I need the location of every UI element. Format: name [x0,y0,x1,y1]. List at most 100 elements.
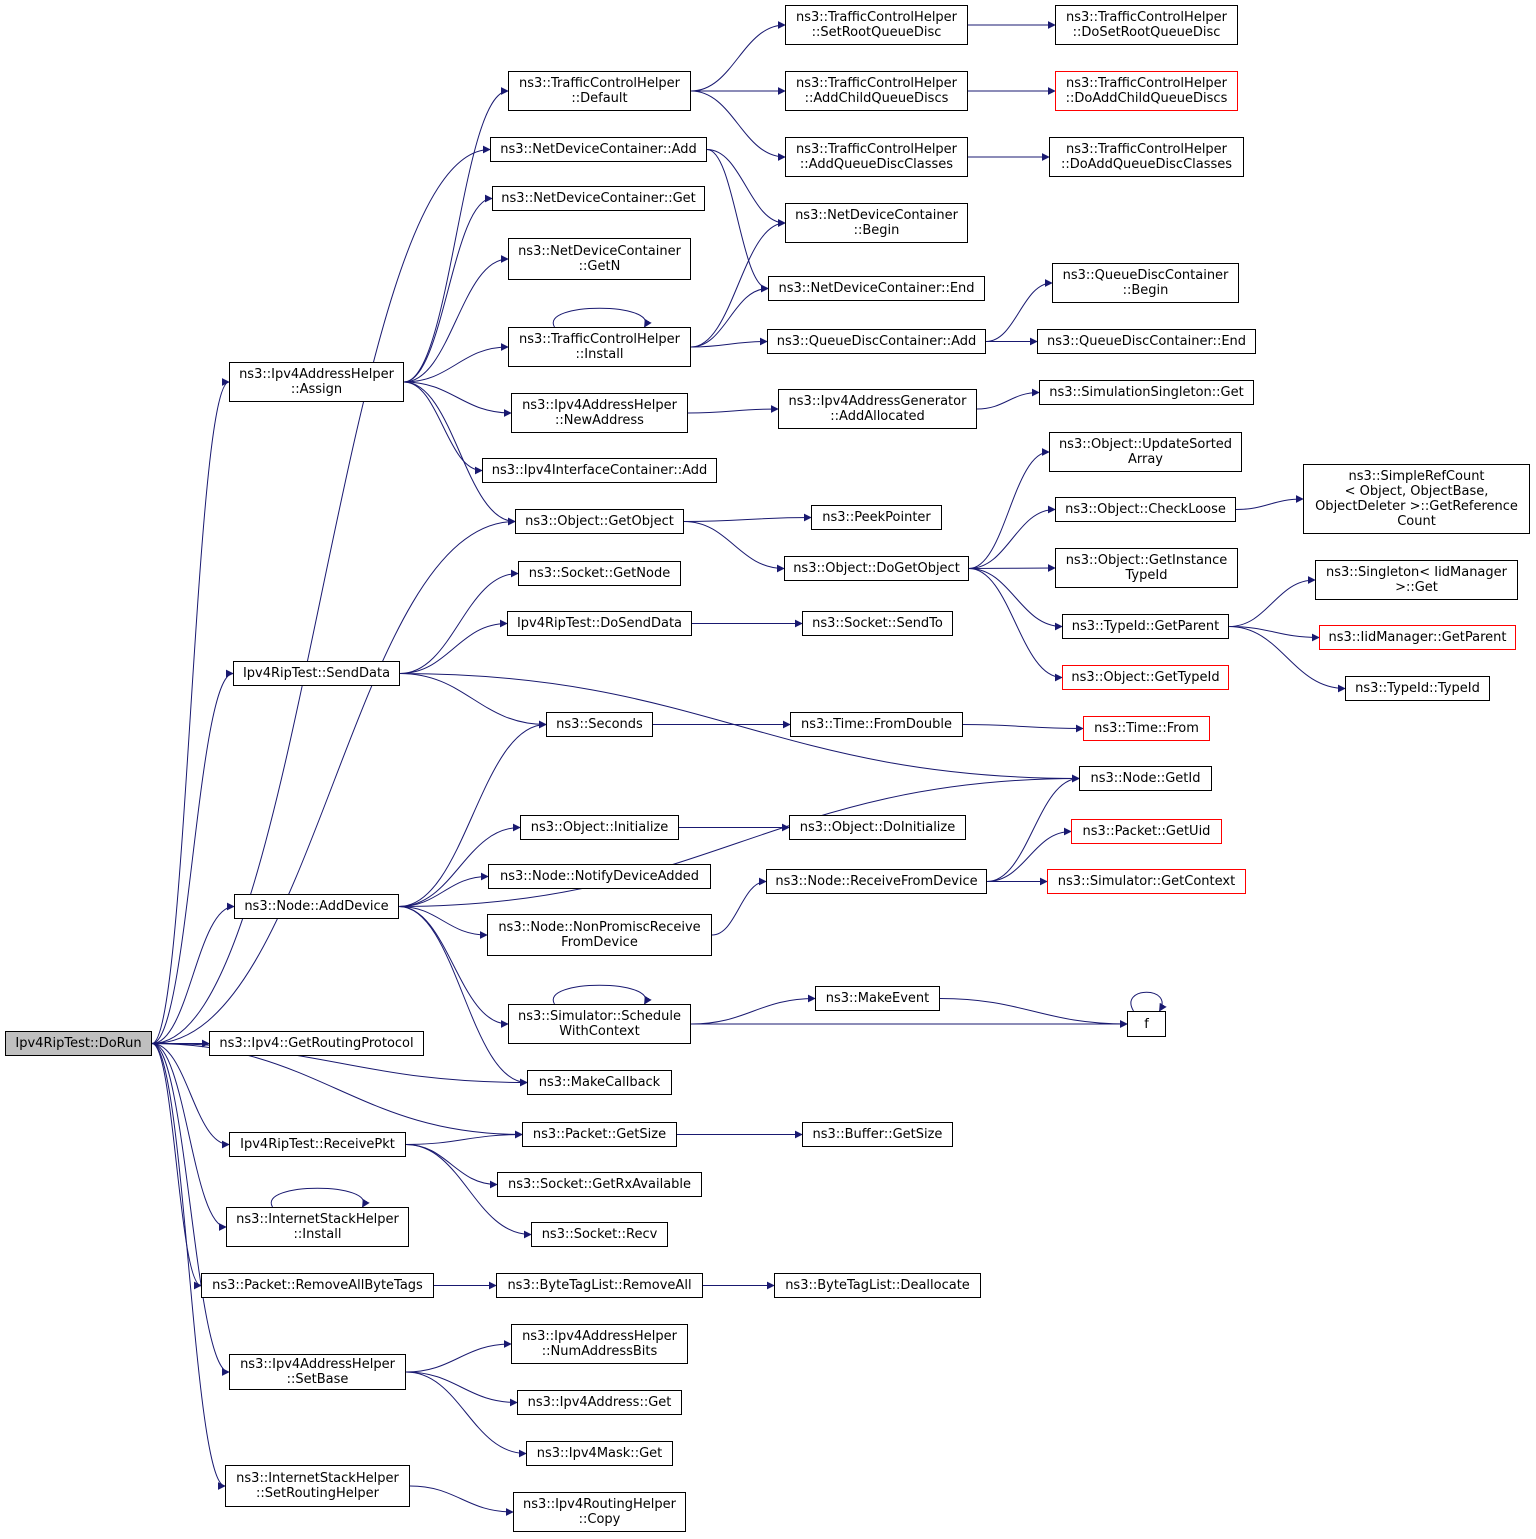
node-ipv4addrget[interactable]: ns3::Ipv4Address::Get [517,1390,682,1415]
node-label-line: ns3::Time::FromDouble [801,717,952,732]
node-peekpointer[interactable]: ns3::PeekPointer [811,505,942,530]
node-tchdefault[interactable]: ns3::TrafficControlHelper::Default [508,71,691,111]
node-label-line: ::SetBase [286,1372,349,1387]
node-sendto[interactable]: ns3::Socket::SendTo [802,611,953,636]
node-qdcend[interactable]: ns3::QueueDiscContainer::End [1037,329,1256,354]
node-receivefromdev[interactable]: ns3::Node::ReceiveFromDevice [766,869,987,894]
node-initialize[interactable]: ns3::Object::Initialize [520,815,679,840]
node-makecallback[interactable]: ns3::MakeCallback [527,1070,672,1095]
edge-receivefromdev-to-nodegetid [986,774,1080,882]
node-pktgetsize[interactable]: ns3::Packet::GetSize [522,1122,677,1147]
node-addqdclasses[interactable]: ns3::TrafficControlHelper::AddQueueDiscC… [785,137,968,177]
node-label-line: ns3::MakeCallback [538,1075,661,1090]
node-timefrom[interactable]: ns3::Time::From [1083,716,1210,741]
node-btlremoveall[interactable]: ns3::ByteTagList::RemoveAll [496,1273,703,1298]
node-typeidtypeid[interactable]: ns3::TypeId::TypeId [1345,676,1490,701]
node-label-line: ns3::InternetStackHelper [236,1212,399,1227]
node-removetags[interactable]: ns3::Packet::RemoveAllByteTags [201,1273,434,1298]
node-iidgetparent[interactable]: ns3::IidManager::GetParent [1319,625,1516,650]
node-btldealloc[interactable]: ns3::ByteTagList::Deallocate [774,1273,981,1298]
node-buffergetsize[interactable]: ns3::Buffer::GetSize [802,1122,953,1147]
node-label-line: ns3::Socket::SendTo [812,616,943,631]
node-pktgetuid[interactable]: ns3::Packet::GetUid [1071,819,1222,844]
node-tchinstall[interactable]: ns3::TrafficControlHelper::Install [508,327,691,367]
node-fromdouble[interactable]: ns3::Time::FromDouble [790,712,963,737]
node-doaddqdclasses[interactable]: ns3::TrafficControlHelper::DoAddQueueDis… [1049,137,1244,177]
node-ndcadd[interactable]: ns3::NetDeviceContainer::Add [490,137,707,162]
node-simplerefcount[interactable]: ns3::SimpleRefCount< Object, ObjectBase,… [1303,464,1530,534]
edge-dorun-to-removetags [151,1043,202,1290]
node-label-line: ns3::Object::GetInstance [1065,553,1228,568]
node-label-line: ns3::NetDeviceContainer::Get [501,191,696,206]
node-nodegetid[interactable]: ns3::Node::GetId [1079,766,1212,791]
edge-checkloose-to-simplerefcount [1235,495,1304,510]
node-dogetobject[interactable]: ns3::Object::DoGetObject [784,556,969,581]
node-label-line: ns3::Node::AddDevice [244,899,389,914]
node-notifydevice[interactable]: ns3::Node::NotifyDeviceAdded [488,864,711,889]
node-getobject[interactable]: ns3::Object::GetObject [515,509,684,534]
node-rxavail[interactable]: ns3::Socket::GetRxAvailable [497,1172,702,1197]
node-label-line: Count [1397,514,1436,529]
node-label-line: Ipv4RipTest::SendData [242,666,391,681]
node-getcontext[interactable]: ns3::Simulator::GetContext [1047,869,1246,894]
node-setbase[interactable]: ns3::Ipv4AddressHelper::SetBase [229,1354,406,1390]
node-routingcopy[interactable]: ns3::Ipv4RoutingHelper::Copy [513,1492,686,1532]
node-label-line: ns3::TypeId::TypeId [1355,681,1480,696]
node-singletonget[interactable]: ns3::Singleton< IidManager>::Get [1315,560,1518,600]
node-label-line: ns3::Packet::GetSize [532,1127,667,1142]
node-dosetrootqd[interactable]: ns3::TrafficControlHelper::DoSetRootQueu… [1055,5,1238,45]
edge-dorun-to-setbase [151,1043,230,1376]
node-senddata[interactable]: Ipv4RipTest::SendData [233,661,400,686]
node-label-line: ns3::TrafficControlHelper [795,76,958,91]
node-assign[interactable]: ns3::Ipv4AddressHelper::Assign [229,362,404,402]
edge-makeevent-to-f [939,998,1128,1028]
node-makeevent[interactable]: ns3::MakeEvent [815,986,940,1011]
node-ndcbegin[interactable]: ns3::NetDeviceContainer::Begin [785,203,968,243]
node-setrootqd[interactable]: ns3::TrafficControlHelper::SetRootQueueD… [785,5,968,45]
node-setrouting[interactable]: ns3::InternetStackHelper::SetRoutingHelp… [225,1465,410,1507]
edge-tchdefault-to-addqdclasses [690,90,786,161]
edge-dorun-to-assign [151,378,230,1044]
node-getnode[interactable]: ns3::Socket::GetNode [518,561,681,586]
node-ndcget[interactable]: ns3::NetDeviceContainer::Get [492,186,705,211]
node-typeidgetparent[interactable]: ns3::TypeId::GetParent [1062,614,1229,639]
node-ipv4maskget[interactable]: ns3::Ipv4Mask::Get [526,1441,673,1466]
node-ishinstall[interactable]: ns3::InternetStackHelper::Install [226,1207,409,1247]
node-doaddchildqd[interactable]: ns3::TrafficControlHelper::DoAddChildQue… [1055,71,1238,111]
node-simsingleton[interactable]: ns3::SimulationSingleton::Get [1039,380,1254,405]
node-qdcbegin[interactable]: ns3::QueueDiscContainer::Begin [1052,263,1239,303]
node-receivepkt[interactable]: Ipv4RipTest::ReceivePkt [229,1132,406,1157]
node-adddevice[interactable]: ns3::Node::AddDevice [234,894,399,919]
node-label-line: ns3::TrafficControlHelper [795,142,958,157]
node-qdcadd[interactable]: ns3::QueueDiscContainer::Add [767,329,986,354]
node-seconds[interactable]: ns3::Seconds [546,712,653,737]
node-objgettypeid[interactable]: ns3::Object::GetTypeId [1062,665,1229,690]
node-addallocated[interactable]: ns3::Ipv4AddressGenerator::AddAllocated [778,389,977,429]
node-iicadd[interactable]: ns3::Ipv4InterfaceContainer::Add [482,458,717,483]
node-dorun[interactable]: Ipv4RipTest::DoRun [5,1031,152,1056]
node-label-line: ::NumAddressBits [541,1344,658,1359]
node-ndcend[interactable]: ns3::NetDeviceContainer::End [768,276,985,301]
edge-adddevice-to-nonpromisc [398,906,488,939]
node-label-line: ::Copy [578,1512,621,1527]
node-addchildqd[interactable]: ns3::TrafficControlHelper::AddChildQueue… [785,71,968,111]
node-getrouting[interactable]: ns3::Ipv4::GetRoutingProtocol [209,1031,424,1056]
node-ndcgetn[interactable]: ns3::NetDeviceContainer::GetN [508,238,691,280]
node-label-line: ns3::QueueDiscContainer::Add [776,334,977,349]
node-doinitialize[interactable]: ns3::Object::DoInitialize [789,815,966,840]
edge-nonpromisc-to-receivefromdev [711,877,767,936]
node-dosenddata[interactable]: Ipv4RipTest::DoSendData [507,611,692,636]
node-label-line: ns3::Simulator::GetContext [1057,874,1236,889]
node-numaddrbits[interactable]: ns3::Ipv4AddressHelper::NumAddressBits [511,1324,688,1364]
edge-getobject-to-dogetobject [683,521,785,573]
node-recv[interactable]: ns3::Socket::Recv [531,1222,668,1247]
node-newaddress[interactable]: ns3::Ipv4AddressHelper::NewAddress [511,393,688,433]
node-f[interactable]: f [1127,1011,1166,1037]
node-checkloose[interactable]: ns3::Object::CheckLoose [1055,497,1236,522]
edge-tchinstall-to-qdcadd [690,337,768,348]
edge-schedulectx-to-makeevent [690,994,816,1025]
